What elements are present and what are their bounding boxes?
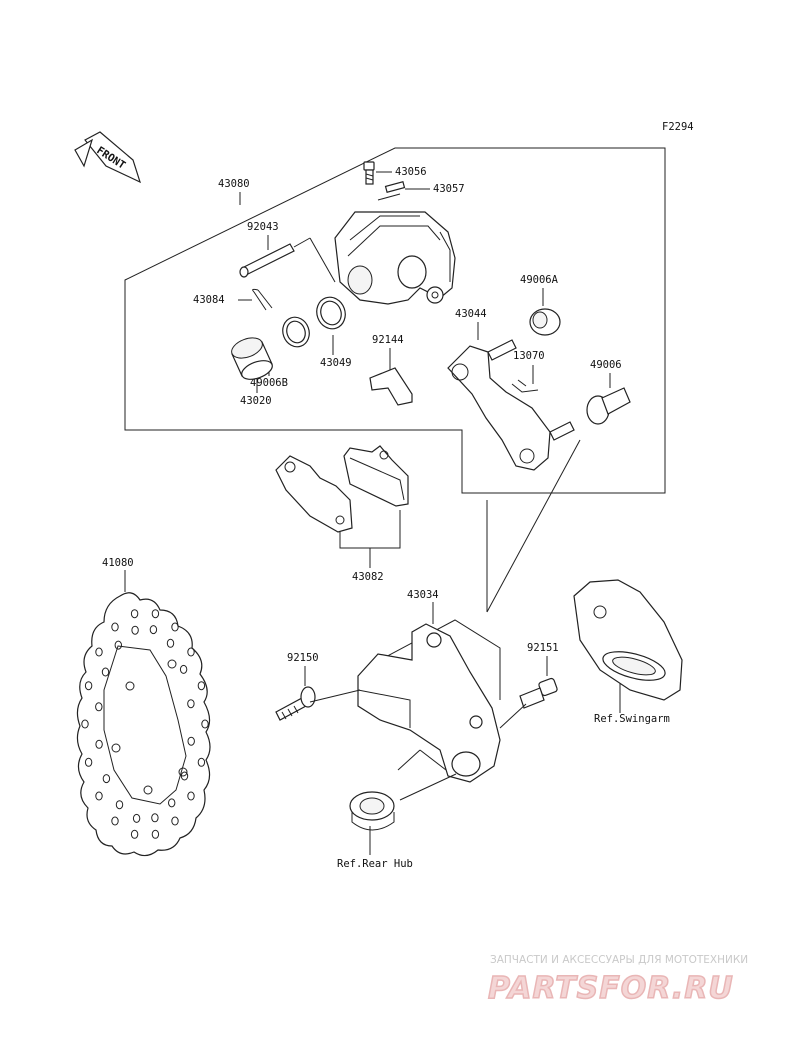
- disc-vent-hole: [201, 719, 209, 729]
- watermark-logo: PARTSFOR.RU: [488, 971, 734, 1006]
- part-49006A: 49006A: [520, 274, 559, 286]
- part-43057: 43057: [433, 183, 465, 195]
- bleed-cap: [384, 181, 406, 193]
- part-43082: 43082: [352, 571, 384, 583]
- part-13070: 13070: [513, 350, 545, 362]
- part-92144: 92144: [372, 334, 404, 346]
- disc-vent-hole: [187, 736, 195, 746]
- disc-vent-hole: [81, 719, 89, 729]
- disc-vent-hole: [180, 771, 189, 781]
- pin-boot-a: [529, 308, 561, 336]
- disc-vent-hole: [151, 609, 160, 619]
- disc-vent-hole: [130, 609, 139, 619]
- disc-vent-hole: [114, 640, 123, 650]
- disc-vent-hole: [187, 699, 195, 709]
- disc-vent-hole: [197, 681, 206, 691]
- disc-vent-hole: [111, 622, 119, 632]
- disc-vent-hole: [187, 647, 195, 657]
- assembly-lines: [309, 439, 581, 801]
- watermark-line1: ЗАПЧАСТИ И АКСЕССУАРЫ ДЛЯ МОТОТЕХНИКИ: [490, 954, 748, 966]
- disc-holes: [81, 609, 209, 839]
- disc-vent-hole: [171, 622, 179, 632]
- part-43049: 43049: [320, 357, 352, 369]
- disc-vent-hole: [132, 813, 141, 823]
- disc-vent-hole: [95, 739, 103, 749]
- part-92150: 92150: [287, 652, 319, 664]
- pad-pin: [239, 237, 336, 283]
- caliper-mount-bracket: [357, 623, 501, 783]
- brake-disc: [76, 592, 211, 857]
- part-43056: 43056: [395, 166, 427, 178]
- caliper-piston: [231, 337, 273, 380]
- disc-bolt: [275, 686, 316, 721]
- disc-vent-hole: [171, 816, 179, 826]
- part-49006B: 49006B: [250, 377, 288, 389]
- disc-vent-hole: [130, 829, 139, 839]
- rear-hub-collar: [349, 791, 395, 831]
- disc-vent-hole: [151, 813, 159, 823]
- disc-vent-hole: [95, 702, 103, 712]
- part-92151: 92151: [527, 642, 559, 654]
- part-43084: 43084: [193, 294, 225, 306]
- disc-vent-hole: [168, 798, 176, 808]
- part-43044: 43044: [455, 308, 487, 320]
- brake-pads: [275, 445, 409, 533]
- disc-vent-hole: [179, 664, 188, 674]
- disc-vent-hole: [102, 774, 111, 784]
- part-43080: 43080: [218, 178, 250, 190]
- caliper-body: [334, 211, 456, 305]
- disc-vent-hole: [197, 757, 206, 767]
- pin-clip: [252, 288, 273, 311]
- figure-code: F2294: [662, 121, 694, 133]
- pad-clip: [511, 379, 539, 393]
- disc-vent-hole: [187, 791, 195, 801]
- part-41080: 41080: [102, 557, 134, 569]
- piston-seals: [282, 296, 346, 348]
- pad-spring: [369, 367, 413, 406]
- front-arrow-icon: FRONT: [74, 131, 141, 184]
- caliper-assembly-outline: [124, 147, 666, 494]
- part-92043: 92043: [247, 221, 279, 233]
- disc-vent-hole: [115, 800, 124, 810]
- bleed-screw: [363, 161, 375, 185]
- caliper-bracket: [447, 339, 575, 471]
- pin-boot: [586, 387, 631, 425]
- disc-vent-hole: [84, 757, 93, 767]
- part-43034: 43034: [407, 589, 439, 601]
- disc-vent-hole: [84, 681, 93, 691]
- part-49006: 49006: [590, 359, 622, 371]
- disc-vent-hole: [149, 625, 158, 635]
- disc-vent-hole: [151, 829, 160, 839]
- bracket-bolt: [519, 677, 558, 709]
- swingarm-ref-part: [573, 579, 683, 701]
- disc-vent-hole: [131, 625, 139, 635]
- disc-vent-hole: [95, 791, 103, 801]
- part-43020: 43020: [240, 395, 272, 407]
- disc-vent-hole: [101, 667, 110, 677]
- disc-vent-hole: [95, 647, 103, 657]
- ref-rear-hub: Ref.Rear Hub: [337, 858, 413, 870]
- disc-vent-hole: [111, 816, 119, 826]
- disc-vent-hole: [166, 638, 175, 648]
- ref-swingarm: Ref.Swingarm: [594, 713, 670, 725]
